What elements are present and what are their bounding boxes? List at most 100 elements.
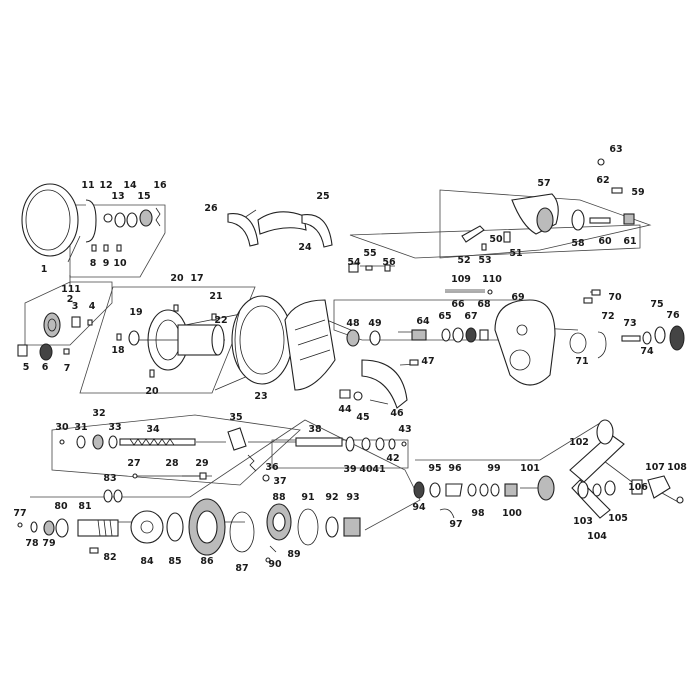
part-label-68: 68: [477, 299, 491, 310]
frame-spool-group: [69, 204, 166, 278]
part-48-bearing: [346, 329, 360, 347]
part-label-30: 30: [55, 422, 69, 433]
part-103-washer: [577, 481, 589, 499]
part-4-pin: [87, 319, 93, 326]
frame-handle: [415, 419, 606, 461]
part-93-bearing: [343, 517, 361, 537]
part-label-99: 99: [487, 463, 500, 474]
part-label-63: 63: [609, 144, 622, 155]
part-label-57: 57: [537, 178, 550, 189]
part-70-screw-b: [583, 297, 593, 304]
part-30-cap: [59, 439, 65, 445]
part-label-53: 53: [478, 255, 491, 266]
part-label-40: 40: [359, 464, 373, 475]
part-96-ratchet: [445, 483, 463, 497]
part-label-39: 39: [343, 464, 356, 475]
part-label-81: 81: [78, 501, 91, 512]
part-20-pin-bottom: [149, 369, 155, 378]
part-label-94: 94: [412, 502, 426, 513]
part-label-42: 42: [386, 453, 399, 464]
part-24-cover: [257, 211, 307, 235]
part-40-ring: [361, 437, 371, 451]
part-7-screw: [63, 348, 70, 355]
part-label-50: 50: [489, 234, 503, 245]
part-label-74: 74: [640, 346, 654, 357]
part-77-cap: [17, 522, 23, 528]
part-label-66: 66: [451, 299, 465, 310]
part-1-ring: [21, 183, 79, 257]
part-33-ring: [108, 435, 118, 449]
part-91-ring: [297, 508, 319, 546]
part-label-67: 67: [464, 311, 477, 322]
part-27-cap: [132, 473, 138, 479]
part-68-collar: [479, 329, 489, 341]
part-98-ring-b: [479, 483, 489, 497]
assembly-frames: [24, 189, 652, 531]
part-83-washer-b: [113, 489, 123, 503]
part-32-bearing: [92, 434, 104, 450]
part-label-97: 97: [449, 519, 462, 530]
part-label-7: 7: [64, 363, 71, 374]
part-label-33: 33: [108, 422, 121, 433]
part-label-9: 9: [103, 258, 110, 269]
part-label-109: 109: [451, 274, 471, 285]
part-2-gear: [43, 312, 61, 338]
part-34-worm-shaft: [119, 438, 196, 446]
part-19-bushing: [128, 330, 140, 346]
part-94-bearing: [413, 481, 425, 499]
part-label-93: 93: [346, 492, 359, 503]
part-80-ring: [55, 518, 69, 538]
part-74-washer: [642, 331, 652, 345]
frame-side-plate: [333, 299, 521, 341]
part-3-sleeve: [71, 316, 81, 328]
part-75-ring: [654, 326, 666, 344]
part-63-screw: [597, 158, 605, 166]
part-53-pin: [481, 243, 487, 251]
part-label-106: 106: [628, 482, 648, 493]
part-76-knob: [669, 325, 685, 351]
part-97-spring: [439, 508, 455, 519]
part-label-71: 71: [575, 356, 588, 367]
part-label-56: 56: [382, 257, 396, 268]
part-59-screw: [611, 187, 623, 194]
part-label-36: 36: [265, 462, 279, 473]
part-label-5: 5: [23, 362, 30, 373]
part-66-ring: [452, 327, 464, 343]
part-label-110: 110: [482, 274, 502, 285]
part-34-thread: [129, 438, 175, 446]
part-label-19: 19: [129, 307, 142, 318]
part-110-cap: [487, 289, 493, 295]
part-label-107: 107: [645, 462, 665, 473]
part-label-8: 8: [90, 258, 97, 269]
part-13-ring: [114, 212, 126, 228]
part-label-44: 44: [338, 404, 352, 415]
part-label-82: 82: [103, 552, 116, 563]
part-85-washer: [166, 512, 184, 542]
part-105-washer: [604, 480, 616, 496]
part-65-ring: [441, 328, 451, 342]
part-37-screw: [262, 474, 270, 482]
part-86-main-gear: [188, 498, 226, 556]
part-89-spring: [269, 545, 277, 553]
part-label-35: 35: [229, 412, 242, 423]
part-label-29: 29: [195, 458, 208, 469]
part-39-ring: [345, 436, 355, 452]
part-label-84: 84: [140, 556, 154, 567]
part-102-handle: [569, 419, 625, 519]
part-label-79: 79: [42, 538, 55, 549]
part-label-6: 6: [42, 362, 49, 373]
part-10-pin: [116, 244, 122, 252]
part-73-shaft: [621, 335, 641, 342]
part-label-96: 96: [448, 463, 462, 474]
part-101-gear: [537, 475, 555, 501]
part-label-14: 14: [123, 180, 137, 191]
part-label-23: 23: [254, 391, 267, 402]
part-9-pin: [103, 244, 109, 252]
part-100-collar: [504, 483, 518, 497]
part-label-2: 2: [67, 294, 74, 305]
part-11-clip: [85, 199, 97, 243]
part-69-side-plate: [494, 299, 556, 386]
part-83-washer-a: [103, 489, 113, 503]
part-label-13: 13: [111, 191, 124, 202]
part-label-55: 55: [363, 248, 376, 259]
